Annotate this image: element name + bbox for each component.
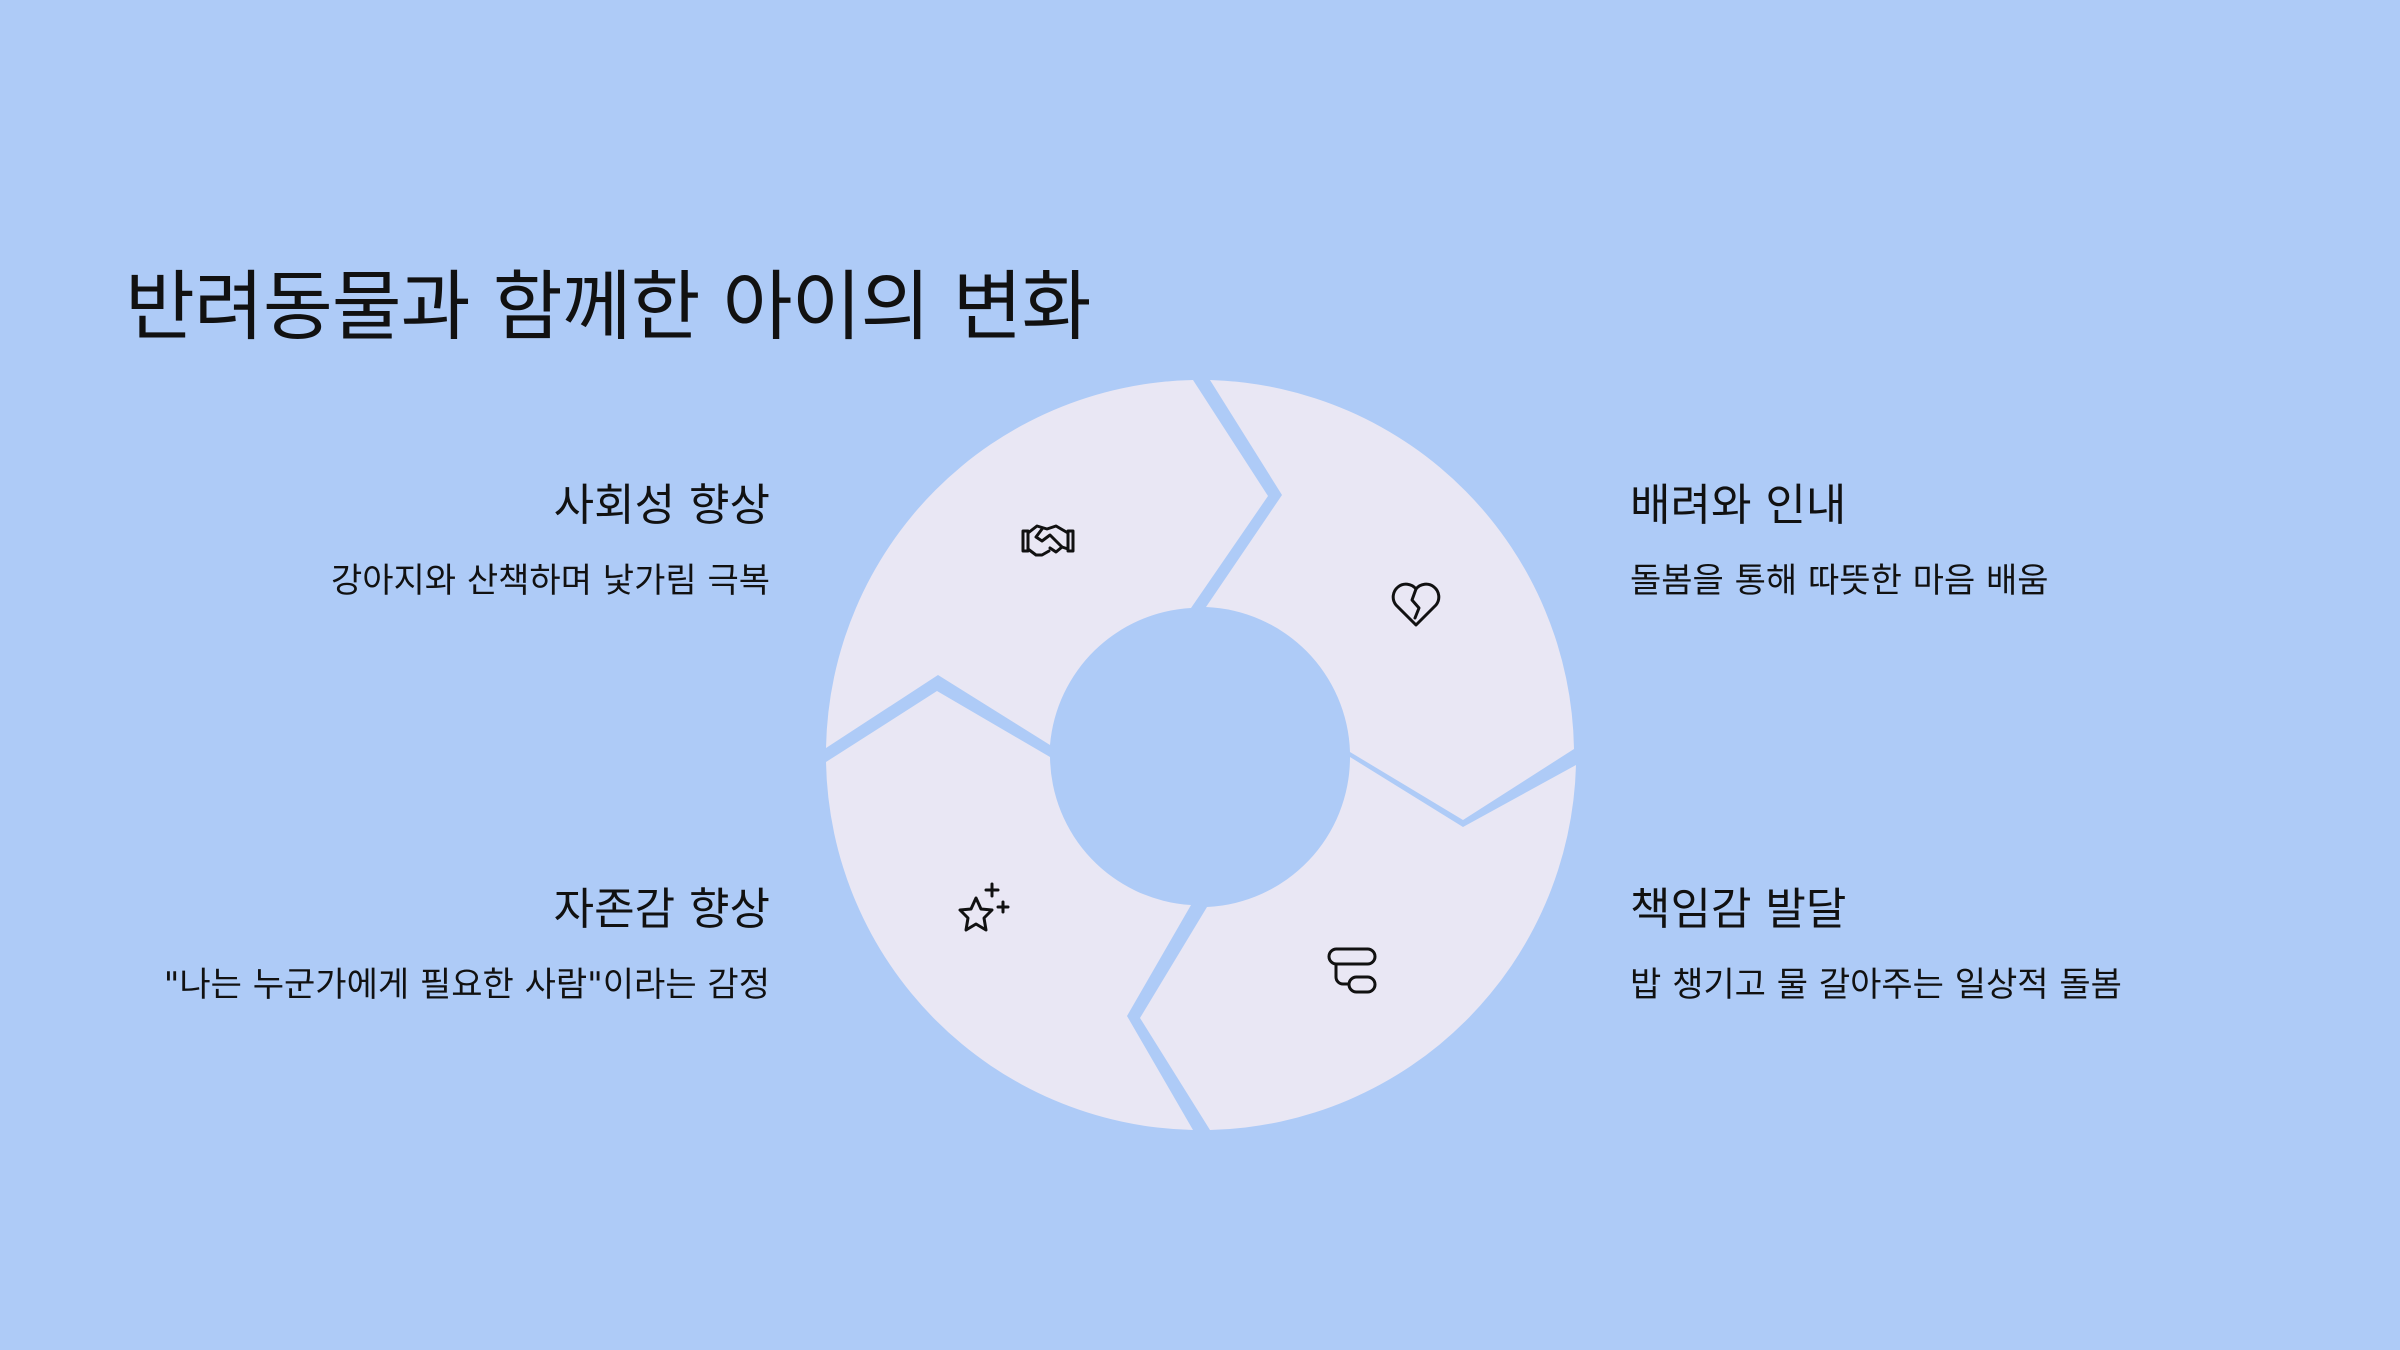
sparkle-star-icon bbox=[958, 882, 1010, 932]
segment-text-self-esteem: 자존감 향상 "나는 누군가에게 필요한 사람"이라는 감정 bbox=[50, 884, 770, 1007]
segment-description: 밥 챙기고 물 갈아주는 일상적 돌봄 bbox=[1630, 964, 2122, 1005]
segment-heading: 배려와 인내 bbox=[1630, 480, 1847, 531]
segment-top-left bbox=[826, 380, 1268, 748]
task-list-icon bbox=[1327, 947, 1377, 994]
segment-text-care: 배려와 인내 돌봄을 통해 따뜻한 마음 배움 bbox=[1630, 480, 2350, 603]
ring-segments bbox=[826, 380, 1576, 1130]
segment-heading: 자존감 향상 bbox=[553, 884, 770, 935]
segment-heading: 사회성 향상 bbox=[553, 480, 770, 531]
segment-text-responsibility: 책임감 발달 밥 챙기고 물 갈아주는 일상적 돌봄 bbox=[1630, 884, 2350, 1007]
segment-top-right bbox=[1206, 380, 1574, 820]
segment-bottom-left bbox=[826, 691, 1193, 1130]
segment-text-social: 사회성 향상 강아지와 산책하며 낯가림 극복 bbox=[50, 480, 770, 603]
segment-description: "나는 누군가에게 필요한 사람"이라는 감정 bbox=[163, 964, 770, 1005]
page-title: 반려동물과 함께한 아이의 변화 bbox=[125, 261, 1091, 351]
segment-bottom-right bbox=[1140, 757, 1576, 1130]
handshake-icon bbox=[1021, 524, 1075, 557]
heart-icon bbox=[1391, 582, 1441, 627]
segment-description: 돌봄을 통해 따뜻한 마음 배움 bbox=[1630, 560, 2049, 601]
segment-heading: 책임감 발달 bbox=[1630, 884, 1847, 935]
segment-description: 강아지와 산책하며 낯가림 극복 bbox=[330, 560, 770, 601]
